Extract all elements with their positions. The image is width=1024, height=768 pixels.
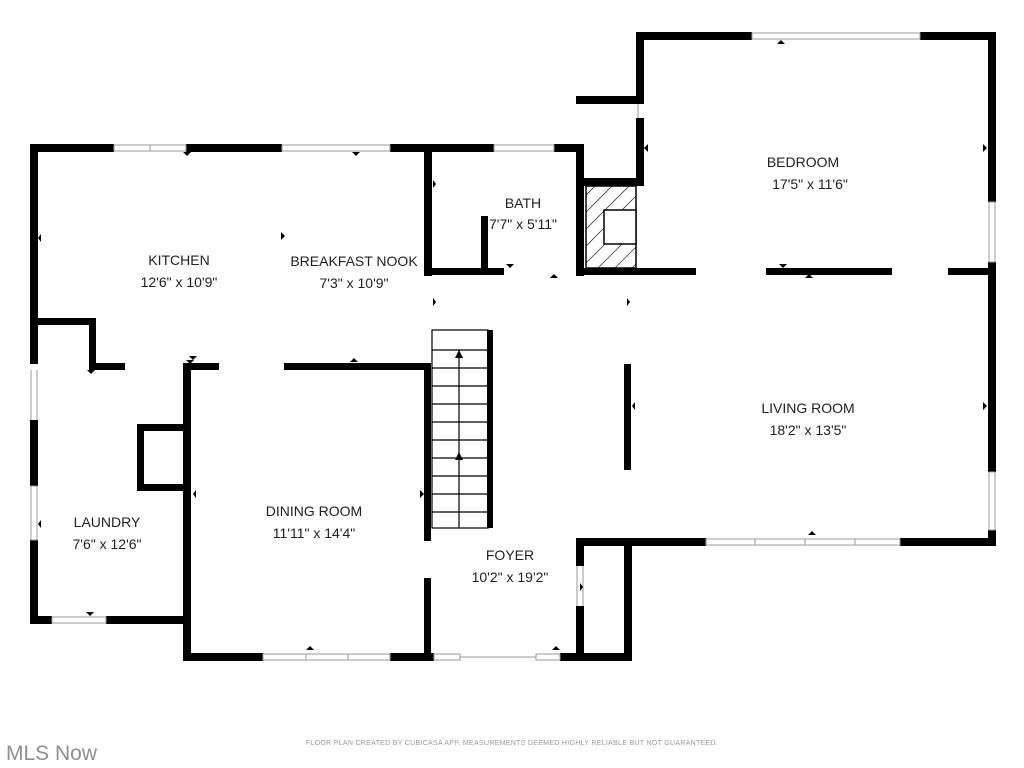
dining-dim: 11'11" x 14'4"	[273, 525, 356, 541]
room-label-laundry: LAUNDRY 7'6" x 12'6"	[73, 514, 142, 552]
room-label-breakfast-nook: BREAKFAST NOOK 7'3" x 10'9"	[290, 253, 418, 291]
living-dim: 18'2" x 13'5"	[770, 422, 847, 438]
mls-now-logo: MLS Now	[6, 742, 98, 765]
room-label-kitchen: KITCHEN 12'6" x 10'9"	[141, 252, 218, 290]
room-label-bath: BATH 7'7" x 5'11"	[489, 195, 557, 232]
kitchen-dim: 12'6" x 10'9"	[141, 274, 218, 290]
bedroom-name: BEDROOM	[767, 154, 839, 170]
room-label-dining-room: DINING ROOM 11'11" x 14'4"	[266, 503, 362, 541]
bath-dim: 7'7" x 5'11"	[489, 216, 557, 232]
breakfast-name: BREAKFAST NOOK	[290, 253, 418, 269]
laundry-name: LAUNDRY	[74, 514, 141, 530]
room-label-bedroom: BEDROOM 17'5" x 11'6"	[767, 154, 848, 192]
room-label-foyer: FOYER 10'2" x 19'2"	[472, 547, 549, 585]
laundry-dim: 7'6" x 12'6"	[73, 536, 142, 552]
windows	[30, 32, 996, 661]
dining-name: DINING ROOM	[266, 503, 362, 519]
foyer-name: FOYER	[486, 547, 534, 563]
bedroom-dim: 17'5" x 11'6"	[772, 176, 848, 192]
disclaimer-text: FLOOR PLAN CREATED BY CUBICASA APP. MEAS…	[306, 740, 718, 747]
walls	[30, 32, 996, 661]
living-name: LIVING ROOM	[761, 400, 854, 416]
foyer-dim: 10'2" x 19'2"	[472, 569, 549, 585]
kitchen-name: KITCHEN	[148, 252, 209, 268]
bath-name: BATH	[505, 195, 541, 211]
fireplace	[585, 185, 637, 269]
breakfast-dim: 7'3" x 10'9"	[320, 275, 389, 291]
door-markers	[38, 40, 987, 650]
room-label-living-room: LIVING ROOM 18'2" x 13'5"	[761, 400, 854, 438]
staircase	[431, 329, 493, 529]
